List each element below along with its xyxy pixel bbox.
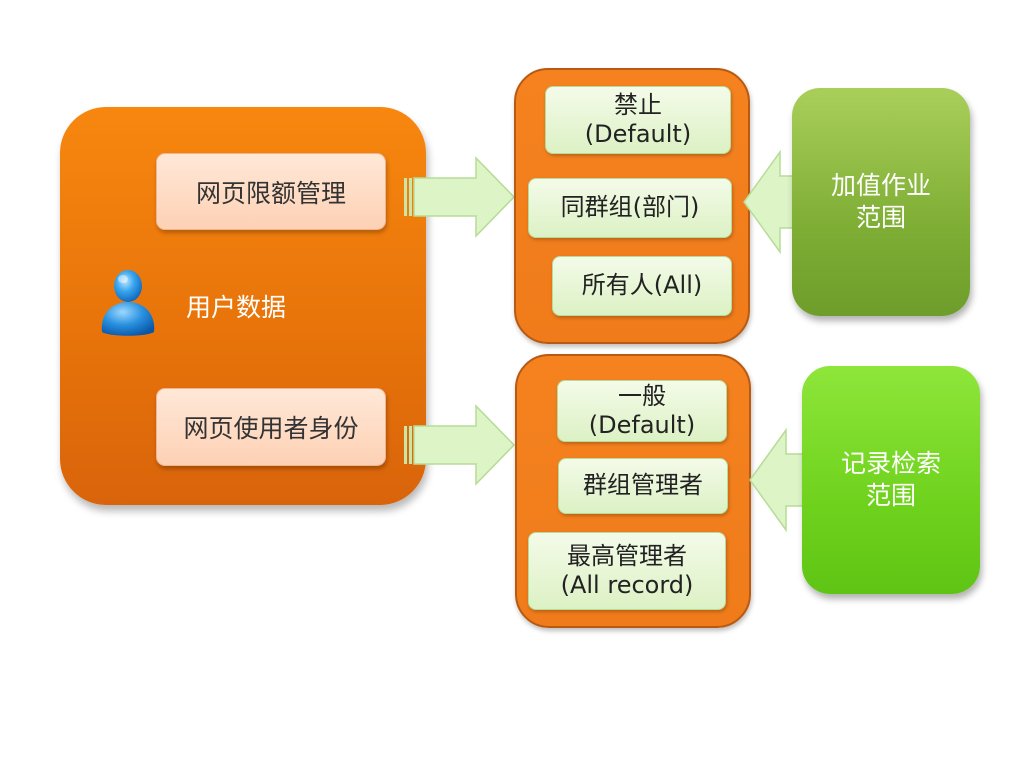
value-added-scope-line2: 范围 [855,203,906,232]
web-user-identity-button[interactable]: 网页使用者身份 [156,388,386,466]
record-search-scope-box[interactable]: 记录检索 范围 [802,366,980,594]
arrow-right-icon [404,404,516,486]
option-same-group-label: 同群组(部门) [560,193,700,222]
user-icon [101,270,155,336]
record-search-scope-line1: 记录检索 [840,448,941,478]
option-normal-line1: 一般 [618,381,666,410]
option-group-manager[interactable]: 群组管理者 [558,458,728,514]
user-data-label: 用户数据 [186,293,287,322]
option-everyone-label: 所有人(All) [581,271,703,300]
option-top-manager-line1: 最高管理者 [567,541,687,570]
option-forbidden-line1: 禁止 [614,90,662,119]
option-normal-default[interactable]: 一般 (Default) [557,380,727,442]
option-forbidden-default[interactable]: 禁止 (Default) [545,86,731,154]
arrow-right-icon [404,156,516,238]
web-quota-management-label: 网页限额管理 [195,178,346,208]
option-group-manager-label: 群组管理者 [583,471,703,500]
web-quota-management-button[interactable]: 网页限额管理 [156,153,386,230]
option-normal-line2: (Default) [588,411,696,439]
option-forbidden-line2: (Default) [584,120,692,148]
option-top-manager[interactable]: 最高管理者 (All record) [528,532,726,610]
option-everyone[interactable]: 所有人(All) [552,256,732,316]
option-top-manager-line2: (All record) [560,571,694,599]
option-same-group[interactable]: 同群组(部门) [528,178,732,238]
value-added-scope-box[interactable]: 加值作业 范围 [792,88,970,316]
record-search-scope-line2: 范围 [865,481,916,510]
web-user-identity-label: 网页使用者身份 [183,414,359,443]
value-added-scope-line1: 加值作业 [830,170,931,200]
